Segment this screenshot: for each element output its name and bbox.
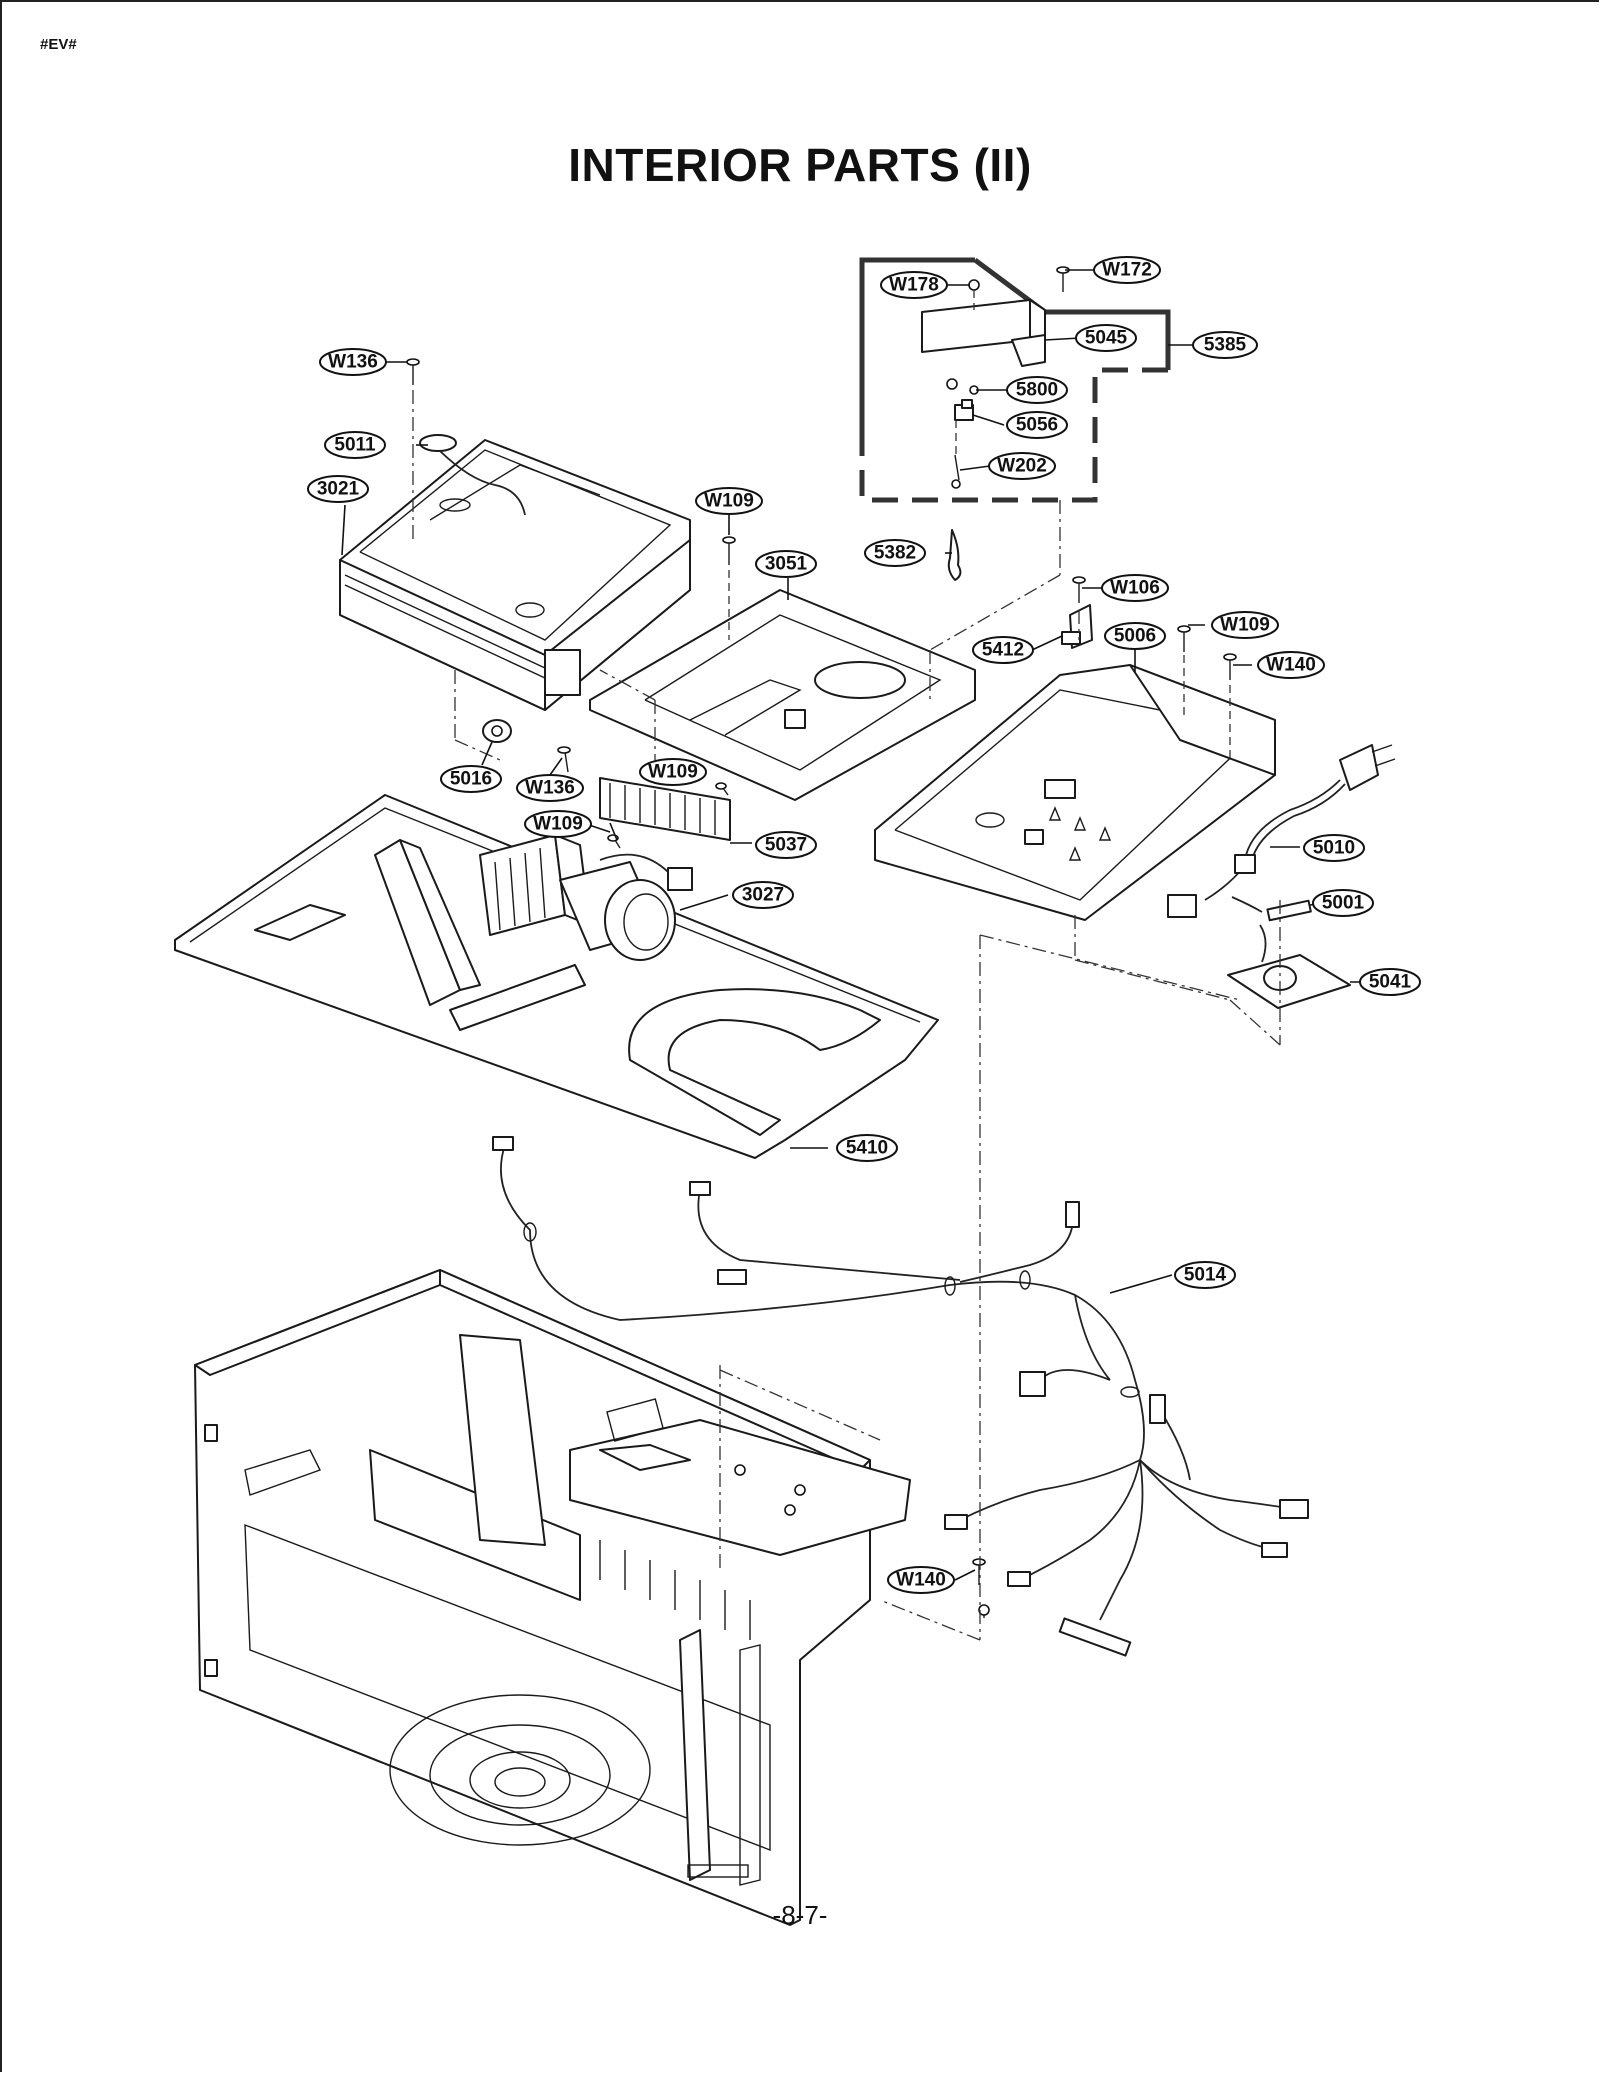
thermostat-5011: [419, 434, 526, 516]
blower-housing-3021: [339, 439, 691, 711]
svg-text:5385: 5385: [1204, 335, 1247, 356]
svg-text:W109: W109: [1220, 615, 1270, 636]
filter-5037: [599, 777, 731, 841]
callout-w178: W178: [880, 271, 948, 299]
callout-w109-filter: W109: [639, 758, 707, 786]
svg-text:5382: 5382: [874, 543, 916, 564]
callout-3021: 3021: [307, 475, 369, 503]
fuse-5382: [947, 529, 962, 581]
mount-plate-3051: [589, 589, 976, 801]
svg-text:W136: W136: [525, 778, 575, 799]
screw-w109-filter: [715, 782, 729, 796]
callout-5011: 5011: [324, 431, 386, 459]
fuse-5001: [1231, 896, 1312, 922]
screw-w106: [1072, 576, 1086, 603]
callout-3051: 3051: [755, 550, 817, 578]
svg-text:5006: 5006: [1114, 626, 1156, 647]
callout-w109-box: W109: [1211, 611, 1279, 639]
parts-kit-outline: [859, 257, 1171, 503]
callout-5382: 5382: [864, 539, 926, 567]
page-code: #EV#: [40, 36, 77, 53]
callout-5410: 5410: [836, 1134, 898, 1162]
svg-text:W202: W202: [997, 456, 1047, 477]
screw-w109-box: [1177, 625, 1191, 652]
svg-text:5041: 5041: [1369, 972, 1412, 993]
svg-text:5011: 5011: [334, 435, 376, 456]
screw-w136-side: [557, 746, 571, 773]
svg-text:W140: W140: [896, 1570, 946, 1591]
svg-text:5045: 5045: [1085, 328, 1128, 349]
callout-5056: 5056: [1006, 411, 1068, 439]
callout-w136-top: W136: [319, 348, 387, 376]
svg-text:3021: 3021: [317, 479, 360, 500]
blower-motor-3027: [479, 834, 693, 961]
svg-text:5001: 5001: [1322, 893, 1365, 914]
svg-text:W172: W172: [1102, 260, 1152, 281]
callout-5412: 5412: [972, 636, 1034, 664]
screw-w140-cavity: [972, 1558, 990, 1618]
svg-text:5037: 5037: [765, 835, 807, 856]
svg-text:5010: 5010: [1313, 838, 1355, 859]
svg-text:5014: 5014: [1184, 1265, 1227, 1286]
svg-text:3027: 3027: [742, 885, 784, 906]
page-number: -8-7-: [772, 1900, 828, 1930]
oven-cavity: [194, 1269, 911, 1926]
callout-5006: 5006: [1104, 622, 1166, 650]
svg-text:W136: W136: [328, 352, 378, 373]
screw-w109-blower: [607, 834, 621, 849]
callout-5001: 5001: [1312, 889, 1374, 917]
page-title: INTERIOR PARTS (II): [568, 139, 1032, 191]
callout-w136-side: W136: [516, 774, 584, 802]
control-box-5006: [874, 664, 1276, 921]
base-plate-5410: [174, 794, 939, 1159]
callout-5016: 5016: [440, 765, 502, 793]
callout-3027: 3027: [732, 881, 794, 909]
callout-5800: 5800: [1006, 376, 1068, 404]
callout-w106: W106: [1101, 574, 1169, 602]
svg-text:5056: 5056: [1016, 415, 1058, 436]
svg-text:5800: 5800: [1016, 380, 1058, 401]
noise-filter-5041: [1227, 924, 1351, 1009]
callout-w202: W202: [988, 452, 1056, 480]
svg-text:W109: W109: [648, 762, 698, 783]
power-cord-5010: [1167, 744, 1396, 918]
switch-5056: [954, 399, 974, 421]
callout-5014: 5014: [1174, 1261, 1236, 1289]
callout-5385: 5385: [1192, 331, 1258, 359]
callout-5037: 5037: [755, 831, 817, 859]
svg-text:5412: 5412: [982, 640, 1024, 661]
bracket-5412: [1061, 604, 1093, 649]
svg-text:W140: W140: [1266, 655, 1316, 676]
thermal-cutoff-5016: [482, 719, 512, 743]
nut-w178: [968, 279, 980, 291]
svg-text:W178: W178: [889, 275, 939, 296]
callout-w140-box: W140: [1257, 651, 1325, 679]
svg-text:3051: 3051: [765, 554, 808, 575]
wire-harness-5014: [492, 1136, 1309, 1657]
callout-w172: W172: [1093, 256, 1161, 284]
screw-w136-top: [406, 358, 420, 385]
callout-w109-top: W109: [695, 487, 763, 515]
nut-5800: [946, 378, 958, 390]
callout-5045: 5045: [1075, 324, 1137, 352]
sensor-bracket-5045: [921, 299, 1046, 367]
callout-w109-blower: W109: [524, 810, 592, 838]
svg-text:5410: 5410: [846, 1138, 888, 1159]
svg-text:W109: W109: [704, 491, 754, 512]
callout-5041: 5041: [1359, 968, 1421, 996]
screw-w109-top: [722, 536, 736, 565]
screw-w140-box: [1223, 653, 1237, 680]
svg-text:5016: 5016: [450, 769, 492, 790]
assembly-guides: [454, 290, 1281, 1641]
svg-text:W109: W109: [533, 814, 583, 835]
callout-w140-cavity: W140: [887, 1566, 955, 1594]
svg-text:W106: W106: [1110, 578, 1160, 599]
callout-5010: 5010: [1303, 834, 1365, 862]
screw-w202: [951, 454, 961, 489]
